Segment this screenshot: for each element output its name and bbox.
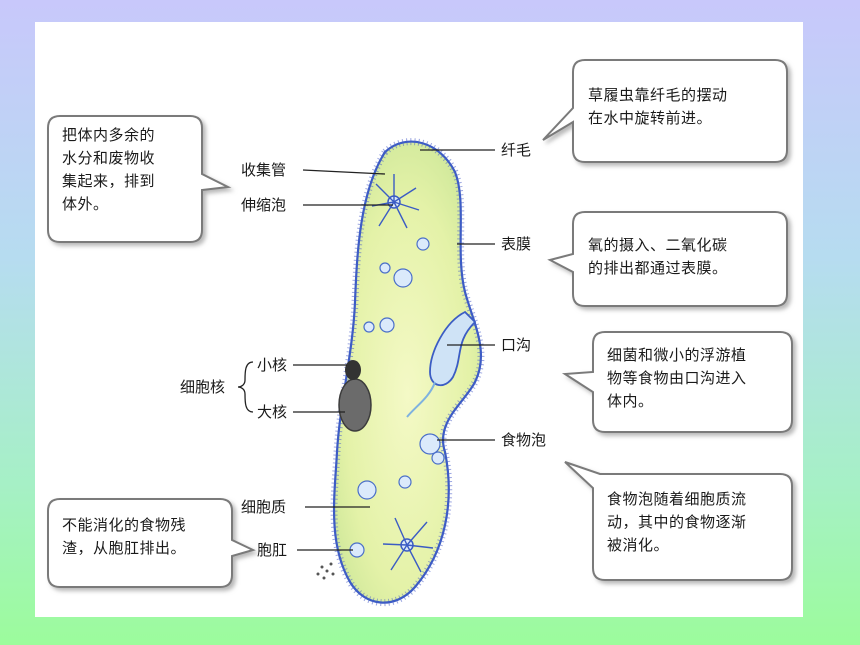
label-food-vacuole: 食物泡 [501,431,547,449]
label-pellicle: 表膜 [501,235,532,253]
label-contractile-vacuole: 伸缩泡 [241,196,287,214]
slide: 纤毛 收集管 伸缩泡 表膜 口沟 细胞核 小核 大核 食物泡 细胞质 胞肛 草履… [35,22,803,617]
bubble-line: 不能消化的食物残 [62,516,187,534]
bubble-food-vacuole-note: 食物泡随着细胞质流 动，其中的食物逐渐 被消化。 [607,488,747,557]
bubble-line: 物等食物由口沟进入 [607,369,747,387]
bubble-cilia-note: 草履虫靠纤毛的摆动 在水中旋转前进。 [588,84,728,130]
bubble-anal-pore-note: 不能消化的食物残 渣，从胞肛排出。 [62,514,186,560]
pointer-lines [237,149,495,551]
label-cytoplasm: 细胞质 [241,498,287,516]
contractile-vacuole-shape [371,174,420,229]
bubble-vacuole-note: 把体内多余的 水分和废物收 集起来，排到 体外。 [62,124,155,216]
label-macronucleus: 大核 [257,403,288,421]
label-collecting-canal: 收集管 [241,161,287,179]
oral-groove-shape [406,310,477,418]
bubble-line: 集起来，排到 [62,172,156,190]
paramecium-diagram [47,59,793,606]
bubble-line: 氧的摄入、二氧化碳 [588,236,728,254]
bubble-pellicle-note: 氧的摄入、二氧化碳 的排出都通过表膜。 [588,234,728,280]
bubble-line: 食物泡随着细胞质流 [607,490,747,508]
contractile-vacuole-lower-shape [382,517,434,573]
label-oral-groove: 口沟 [501,336,532,354]
bubble-shapes [47,59,793,588]
bubble-line: 草履虫靠纤毛的摆动 [588,86,728,104]
bubble-line: 渣，从胞肛排出。 [62,539,187,557]
bubble-line: 体内。 [607,392,654,410]
bubble-line: 动，其中的食物逐渐 [607,513,747,531]
label-anal-pore: 胞肛 [257,541,288,559]
bubble-line: 体外。 [62,195,109,213]
label-nucleus: 细胞核 [180,378,226,396]
label-micronucleus: 小核 [257,356,288,374]
bubble-line: 被消化。 [607,536,670,554]
nuclei [338,360,372,432]
bubble-line: 把体内多余的 [62,126,156,144]
anal-pore-dots [316,562,335,580]
label-cilia: 纤毛 [501,141,532,159]
bubble-line: 细菌和微小的浮游植 [607,346,747,364]
bubble-line: 水分和废物收 [62,149,156,167]
food-vacuoles [349,237,445,558]
bubble-oral-groove-note: 细菌和微小的浮游植 物等食物由口沟进入 体内。 [607,344,747,413]
bubble-line: 的排出都通过表膜。 [588,259,728,277]
bubble-line: 在水中旋转前进。 [588,109,713,127]
